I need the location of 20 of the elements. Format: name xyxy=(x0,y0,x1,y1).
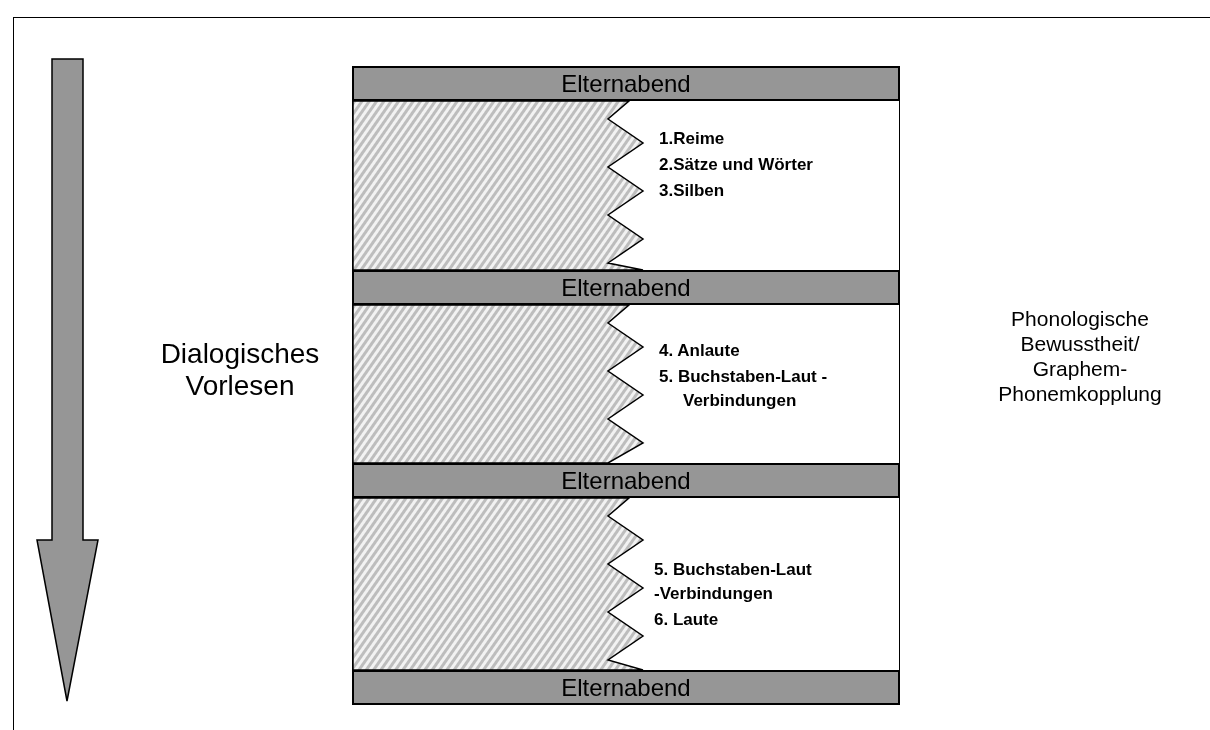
list-item: 3.Silben xyxy=(659,180,726,202)
phase-box xyxy=(352,305,900,463)
phase-box xyxy=(352,101,900,270)
event-bar xyxy=(352,270,900,305)
event-bar xyxy=(352,66,900,101)
list-item: 5. Buchstaben-Laut -Verbindungen xyxy=(654,559,813,605)
side-label: Phonologische Bewusstheit/ Graphem-Phonemkopplung xyxy=(997,306,1163,406)
list-item: 1.Reime xyxy=(659,128,726,150)
side-label: Dialogisches Vorlesen xyxy=(159,338,321,402)
phase-box xyxy=(352,498,900,670)
event-bar xyxy=(352,463,900,498)
bar-label: Elternabend xyxy=(561,71,691,96)
bar-label: Elternabend xyxy=(561,275,691,300)
list-item: 2.Sätze und Wörter xyxy=(659,154,814,176)
bar-label: Elternabend xyxy=(561,675,691,700)
list-item: 5. Buchstaben-Laut -Verbindungen xyxy=(659,366,829,412)
event-bar xyxy=(352,670,900,705)
bar-label: Elternabend xyxy=(561,468,691,493)
list-item: 4. Anlaute xyxy=(659,340,741,362)
list-item: 6. Laute xyxy=(654,609,720,631)
